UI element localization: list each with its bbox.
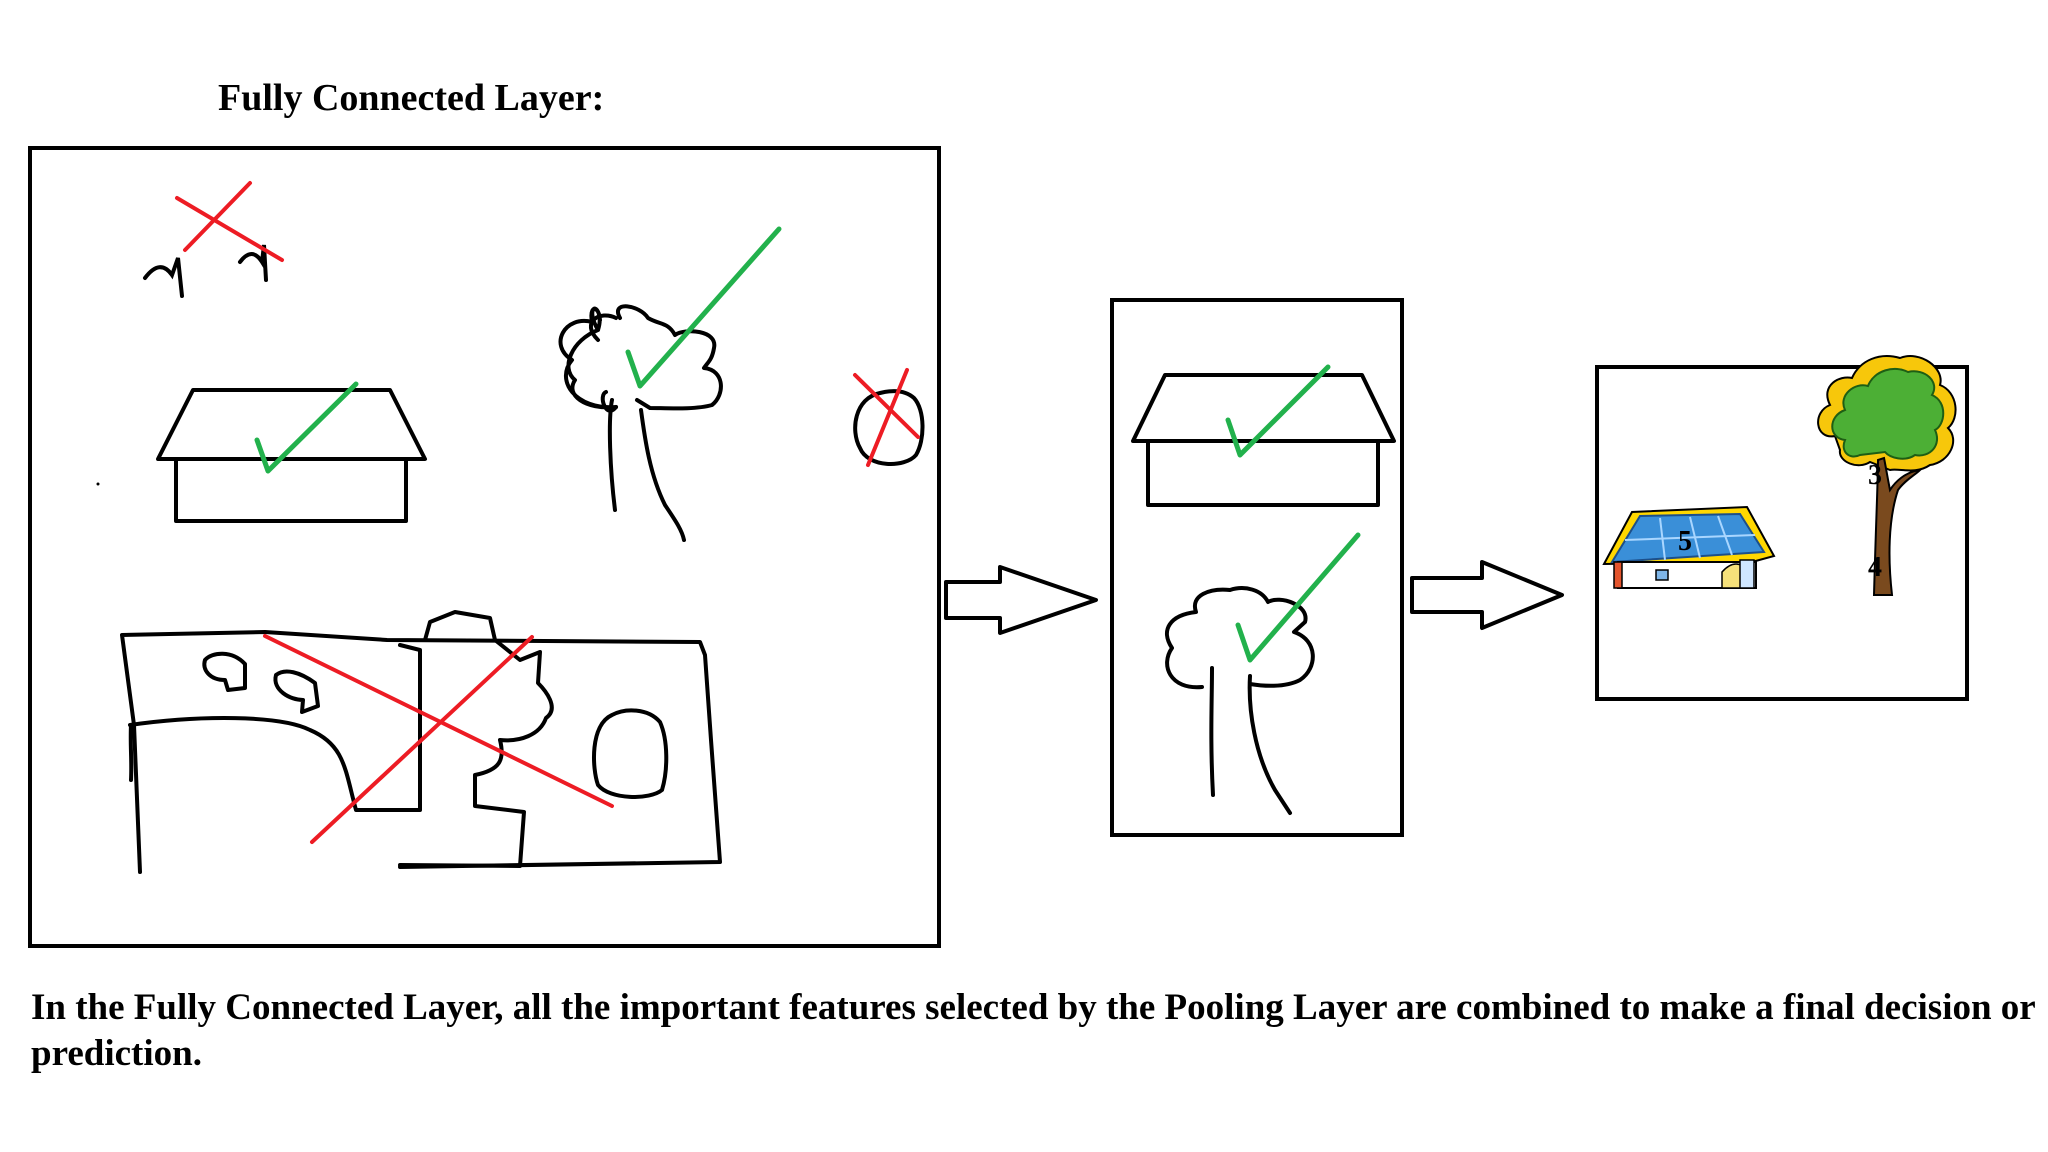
tree-sketch [558,304,723,542]
house-accept-check [254,381,359,474]
stray-dot [96,482,100,486]
tree-trunk-number-label: 4 [1868,552,1882,583]
tree-accept-check [625,226,782,389]
arrow-pooled-to-output [1410,560,1564,630]
landscape-sketch [120,610,722,874]
pooled-house-accept-check [1225,364,1331,458]
diagram-title: Fully Connected Layer: [218,77,605,119]
birds-reject-mark [175,181,284,262]
pooled-tree-accept-check [1235,532,1361,663]
pooled-panel [1110,298,1404,837]
output-panel [1595,365,1969,701]
arrow-input-to-pooled [944,565,1098,635]
pooled-house-sketch [1131,373,1396,507]
input-panel [28,146,941,948]
house-illustration [1602,505,1776,589]
pooled-tree-sketch [1165,586,1315,815]
birds-sketch [143,244,268,298]
tree-illustration [1817,355,1957,596]
tree-top-number-label: 3 [1868,460,1882,491]
sun-reject-mark [853,368,920,467]
caption-text: In the Fully Connected Layer, all the im… [31,987,2036,1074]
house-number-label: 5 [1678,526,1692,557]
sun-sketch [853,389,925,467]
house-sketch [156,388,427,523]
landscape-reject-mark [263,634,614,844]
